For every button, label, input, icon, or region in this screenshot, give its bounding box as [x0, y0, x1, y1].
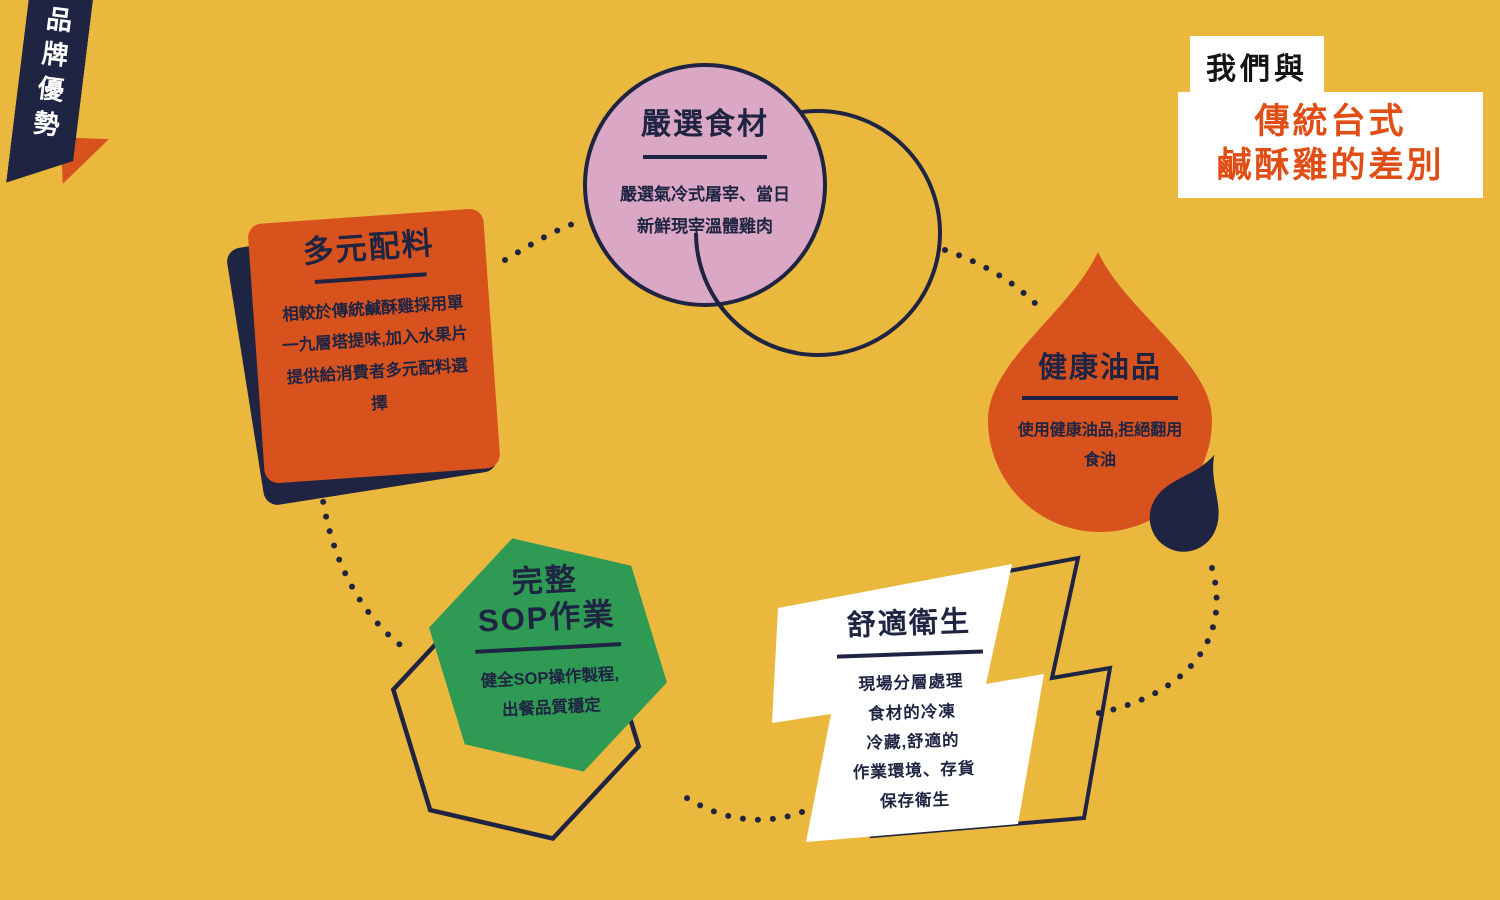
header-title-box: 傳統台式 鹹酥雞的差別: [1178, 92, 1483, 199]
node-toppings-text: 多元配料 相較於傳統鹹酥雞採用單 一九層塔提味,加入水果片 提供給消費者多元配料…: [262, 223, 487, 428]
header-title-line1: 傳統台式: [1254, 102, 1407, 141]
node-sop-title: 完整 SOP作業: [424, 557, 667, 643]
node-sop-text: 完整 SOP作業 健全SOP操作製程, 出餐品質穩定: [424, 557, 672, 730]
node-toppings-underline: [314, 271, 427, 284]
node-oil-body: 使用健康油品,拒絕翻用 食油: [1000, 416, 1200, 475]
sop-hexagon: [429, 538, 667, 772]
node-sop-body: 健全SOP操作製程, 出餐品質穩定: [429, 658, 672, 730]
connector-hygiene-sop: [675, 789, 805, 823]
node-oil-underline: [1022, 396, 1178, 401]
header-prefix-text: 我們與: [1206, 53, 1308, 86]
header-title-line2: 鹹酥雞的差別: [1216, 146, 1445, 186]
node-ingredients-title: 嚴選食材: [641, 108, 769, 141]
node-hygiene-title: 舒適衛生: [846, 605, 972, 643]
oil-drop: [988, 252, 1212, 532]
node-ingredients-body: 嚴選氣冷式屠宰、當日 新鮮現宰溫體雞肉: [590, 179, 820, 244]
body-line: 新鮮現宰溫體雞肉: [637, 216, 773, 236]
node-hygiene-body: 現場分層處理 食材的冷凍 冷藏,舒適的 作業環境、存貨 保存衛生: [813, 666, 1014, 820]
node-hygiene-text: 舒適衛生 現場分層處理 食材的冷凍 冷藏,舒適的 作業環境、存貨 保存衛生: [810, 605, 1013, 820]
ribbon-label: 品牌優勢: [27, 3, 75, 147]
body-line: 使用健康油品,拒絕翻用: [1017, 422, 1183, 440]
node-oil-text: 健康油品 使用健康油品,拒絕翻用 食油: [1000, 352, 1200, 476]
connector-ingredients-oil: [942, 247, 1041, 309]
connector-oil-hygiene: [1091, 565, 1220, 717]
node-toppings-body: 相較於傳統鹹酥雞採用單 一九層塔提味,加入水果片 提供給消費者多元配料選 擇: [266, 286, 486, 427]
node-ingredients-text: 嚴選食材 嚴選氣冷式屠宰、當日 新鮮現宰溫體雞肉: [590, 108, 820, 243]
connector-toppings-ingredients: [502, 217, 587, 263]
body-line: 嚴選氣冷式屠宰、當日: [620, 184, 790, 204]
header-prefix-box: 我們與: [1190, 36, 1324, 99]
node-hygiene-underline: [836, 649, 984, 659]
ingredients-circle: [583, 63, 827, 307]
hygiene-banner: [772, 564, 1044, 842]
oil-small-drop: [1149, 454, 1219, 552]
node-oil-title: 健康油品: [1037, 352, 1162, 384]
connector-sop-toppings: [318, 484, 410, 653]
node-ingredients-underline: [643, 154, 767, 159]
body-line: 食油: [1083, 451, 1116, 469]
ingredients-ring-front-arc: [694, 232, 798, 355]
node-sop-underline: [475, 642, 622, 654]
toppings-square: [248, 209, 500, 483]
